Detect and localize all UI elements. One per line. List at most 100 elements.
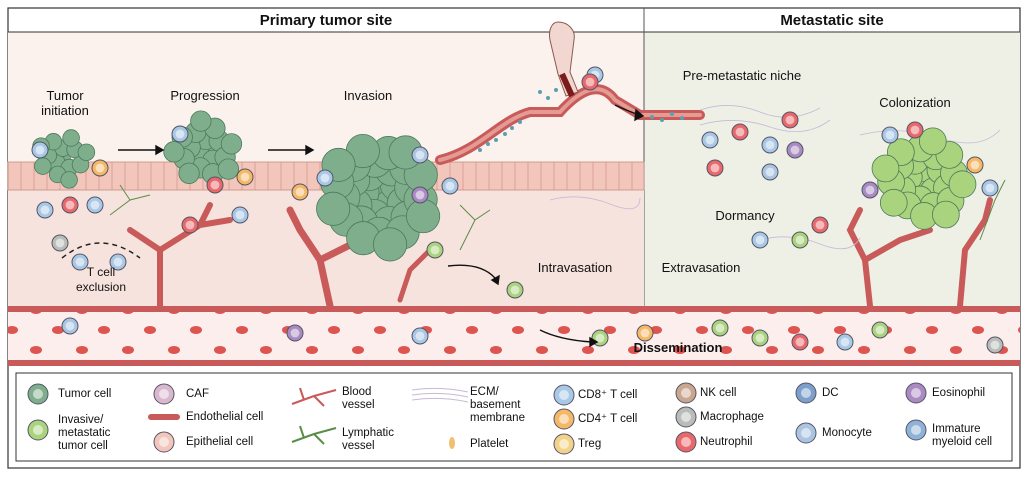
legend-ecm: ECM/ basement membrane bbox=[470, 386, 525, 424]
ecm-icon bbox=[411, 387, 469, 403]
legend-blood-vessel: Blood vessel bbox=[342, 386, 375, 411]
cell-0 bbox=[31, 141, 49, 159]
legend-cd8-t-cell: CD8⁺ T cell bbox=[578, 389, 638, 401]
label-colonization: Colonization bbox=[879, 95, 951, 110]
cell-4 bbox=[36, 201, 54, 219]
cell-25 bbox=[881, 126, 899, 144]
cells bbox=[31, 66, 1004, 354]
endothelial-cell-icon bbox=[148, 414, 180, 420]
legend-lymphatic-vessel: Lymphatic vessel bbox=[342, 427, 394, 452]
cell-17 bbox=[581, 73, 599, 91]
stroma-blood-vessels bbox=[127, 197, 993, 310]
cell-2 bbox=[86, 196, 104, 214]
label-dissemination: Dissemination bbox=[633, 340, 723, 355]
blood-vessel-band bbox=[8, 306, 1020, 366]
dc-icon bbox=[795, 382, 817, 404]
macrophage-icon bbox=[675, 406, 697, 428]
progression-cluster bbox=[163, 110, 243, 185]
cell-30 bbox=[751, 231, 769, 249]
epithelial-cell-icon bbox=[153, 431, 175, 453]
legend-nk-cell: NK cell bbox=[700, 387, 737, 399]
cell-23 bbox=[706, 159, 724, 177]
cell-13 bbox=[411, 146, 429, 164]
cell-43 bbox=[836, 333, 854, 351]
cell-27 bbox=[861, 181, 879, 199]
cell-33 bbox=[71, 253, 89, 271]
lymphatic-vessels bbox=[109, 179, 1006, 251]
legend-platelet: Platelet bbox=[470, 438, 509, 450]
label-invasion: Invasion bbox=[343, 88, 393, 103]
cell-14 bbox=[441, 177, 459, 195]
cell-35 bbox=[61, 317, 79, 335]
label-extravasation: Extravasation bbox=[661, 260, 741, 275]
label-pre-metastatic-niche: Pre-metastatic niche bbox=[682, 68, 802, 83]
label-t-cell-exclusion: T cell exclusion bbox=[75, 265, 127, 294]
colonization-cluster bbox=[871, 127, 977, 230]
legend-endothelial-cell: Endothelial cell bbox=[186, 411, 264, 423]
cell-5 bbox=[51, 234, 69, 252]
legend-box bbox=[15, 372, 1013, 462]
legend-epithelial-cell: Epithelial cell bbox=[186, 436, 254, 448]
nk-cell-icon bbox=[675, 382, 697, 404]
cell-38 bbox=[636, 324, 654, 342]
exosome-particles bbox=[478, 88, 684, 152]
primary-site-header: Primary tumor site bbox=[259, 11, 393, 29]
cell-18 bbox=[701, 131, 719, 149]
cell-31 bbox=[791, 231, 809, 249]
cell-29 bbox=[966, 156, 984, 174]
cell-7 bbox=[236, 168, 254, 186]
cell-37 bbox=[411, 327, 429, 345]
cell-42 bbox=[871, 321, 889, 339]
legend-treg: Treg bbox=[578, 438, 602, 450]
legend-eosinophil: Eosinophil bbox=[932, 387, 986, 399]
platelet-icon bbox=[449, 437, 455, 449]
cell-19 bbox=[731, 123, 749, 141]
metastatic-site-header: Metastatic site bbox=[780, 11, 884, 29]
cell-9 bbox=[231, 206, 249, 224]
legend-icons bbox=[27, 382, 927, 455]
immature-myeloid-cell-icon bbox=[905, 419, 927, 441]
legend-macrophage: Macrophage bbox=[700, 411, 764, 423]
cell-11 bbox=[316, 169, 334, 187]
neutrophil-icon bbox=[675, 431, 697, 453]
legend-immature-myeloid-cell: Immature myeloid cell bbox=[932, 423, 993, 448]
cell-34 bbox=[109, 253, 127, 271]
cell-41 bbox=[791, 333, 809, 351]
label-tumor-initiation: Tumor initiation bbox=[41, 88, 89, 118]
legend-cd4-t-cell: CD4⁺ T cell bbox=[578, 413, 638, 425]
cell-45 bbox=[426, 241, 444, 259]
exclusion-barrier bbox=[61, 242, 141, 259]
tumor-initiation-cluster bbox=[32, 129, 96, 189]
cell-36 bbox=[286, 324, 304, 342]
label-progression: Progression bbox=[170, 88, 240, 103]
cd4-t-cell-icon bbox=[553, 408, 575, 430]
process-arrows bbox=[118, 104, 645, 348]
cell-15 bbox=[411, 186, 429, 204]
blood-vessel-icon bbox=[291, 387, 337, 407]
cell-44 bbox=[986, 336, 1004, 354]
legend-tumor-cell: Tumor cell bbox=[58, 388, 112, 400]
caf-icon bbox=[153, 383, 175, 405]
treg-icon bbox=[553, 433, 575, 455]
label-intravasation: Intravasation bbox=[537, 260, 613, 275]
cell-22 bbox=[786, 141, 804, 159]
cell-26 bbox=[906, 121, 924, 139]
cell-21 bbox=[781, 111, 799, 129]
cell-10 bbox=[181, 216, 199, 234]
cell-3 bbox=[61, 196, 79, 214]
cell-20 bbox=[761, 136, 779, 154]
cell-28 bbox=[981, 179, 999, 197]
cd8-t-cell-icon bbox=[553, 384, 575, 406]
tumor-cell-icon bbox=[27, 383, 49, 405]
tumor-clusters bbox=[32, 110, 977, 262]
cell-12 bbox=[291, 183, 309, 201]
cell-40 bbox=[751, 329, 769, 347]
invasive-tumor-cell-icon bbox=[27, 419, 49, 441]
lymphatic-vessel-icon bbox=[291, 425, 337, 445]
bone-icon bbox=[549, 21, 579, 98]
cell-1 bbox=[91, 159, 109, 177]
legend-caf: CAF bbox=[186, 388, 209, 400]
legend-neutrophil: Neutrophil bbox=[700, 436, 753, 448]
legend-invasive-tumor-cell: Invasive/ metastatic tumor cell bbox=[58, 414, 111, 452]
